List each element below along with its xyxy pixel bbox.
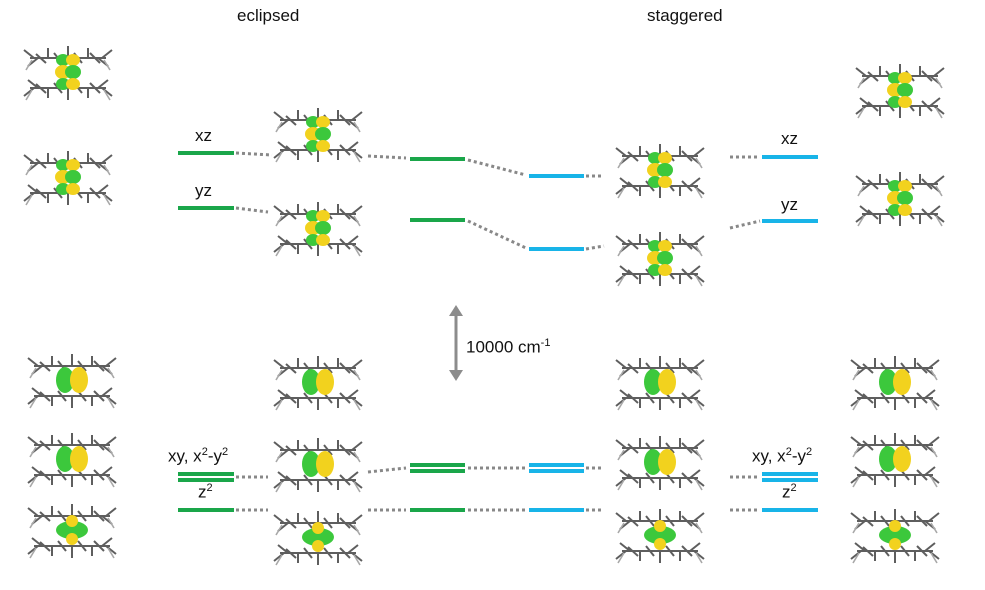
molecule-staggered-xz [615,143,705,199]
level-z2-eclipsed-outer [178,508,234,512]
level-yz-staggered-outer [762,219,818,223]
level-xz-eclipsed-outer [178,151,234,155]
level-x2y2-eclipsed-outer-b [178,478,234,482]
level-xz-staggered-center [529,174,584,178]
level-xy-staggered-center-a [529,463,584,467]
level-z2-staggered-center [529,508,584,512]
molecule-staggered-center-3 [615,508,705,564]
molecule-eclipsed-center-2 [273,437,363,493]
molecule-staggered-yz [615,231,705,287]
level-xy-eclipsed-outer-a [178,472,234,476]
connector-yz-center [467,219,527,250]
molecule-staggered-lower-3 [850,508,940,564]
scale-label: 10000 cm-1 [466,337,551,357]
molecule-staggered-center-1 [615,355,705,411]
level-xy-staggered-outer-a [762,472,818,476]
molecule-eclipsed-lower-2 [27,432,117,488]
level-x2y2-staggered-outer-b [762,478,818,482]
title-eclipsed: eclipsed [237,6,300,25]
label-xz-right: xz [781,129,798,148]
molecule-eclipsed-yz [273,201,363,257]
molecule-staggered-lower-2 [850,432,940,488]
molecule-staggered-center-2 [615,435,705,491]
molecule-eclipsed-lower-3 [27,503,117,559]
label-z2-right: z2 [782,482,797,502]
molecule-staggered-outer-1 [855,63,945,119]
connector-xz-left-b [367,154,407,160]
level-xy-eclipsed-center-a [410,463,465,467]
connector-yz-right-a [585,244,605,251]
connector-xz-center [467,158,527,177]
molecule-eclipsed-center-1 [273,355,363,411]
molecule-eclipsed-outer-1 [23,45,113,101]
label-z2-left: z2 [198,482,213,502]
molecule-eclipsed-lower-1 [27,353,117,409]
level-z2-eclipsed-center [410,508,465,512]
level-yz-eclipsed-center [410,218,465,222]
label-xy-x2y2-right: xy, x2-y2 [752,446,813,466]
connector-yz-left-a [235,206,269,214]
connector-xz-left-a [235,151,273,157]
level-z2-staggered-outer [762,508,818,512]
level-yz-staggered-center [529,247,584,251]
title-staggered: staggered [647,6,723,25]
level-x2y2-staggered-center-b [529,469,584,473]
molecule-eclipsed-outer-2 [23,150,113,206]
label-yz-left: yz [195,181,212,200]
level-x2y2-eclipsed-center-b [410,469,465,473]
level-xz-eclipsed-center [410,157,465,161]
connector-xy-left-b [367,466,407,474]
molecule-eclipsed-xz [273,107,363,163]
molecule-eclipsed-center-3 [273,510,363,566]
label-xz-left: xz [195,126,212,145]
label-xy-x2y2-left: xy, x2-y2 [168,446,229,466]
connector-yz-right-b [729,219,761,230]
label-yz-right: yz [781,195,798,214]
molecule-staggered-lower-1 [850,355,940,411]
molecule-staggered-outer-2 [855,171,945,227]
level-yz-eclipsed-outer [178,206,234,210]
scale-arrow [449,305,463,381]
level-xz-staggered-outer [762,155,818,159]
